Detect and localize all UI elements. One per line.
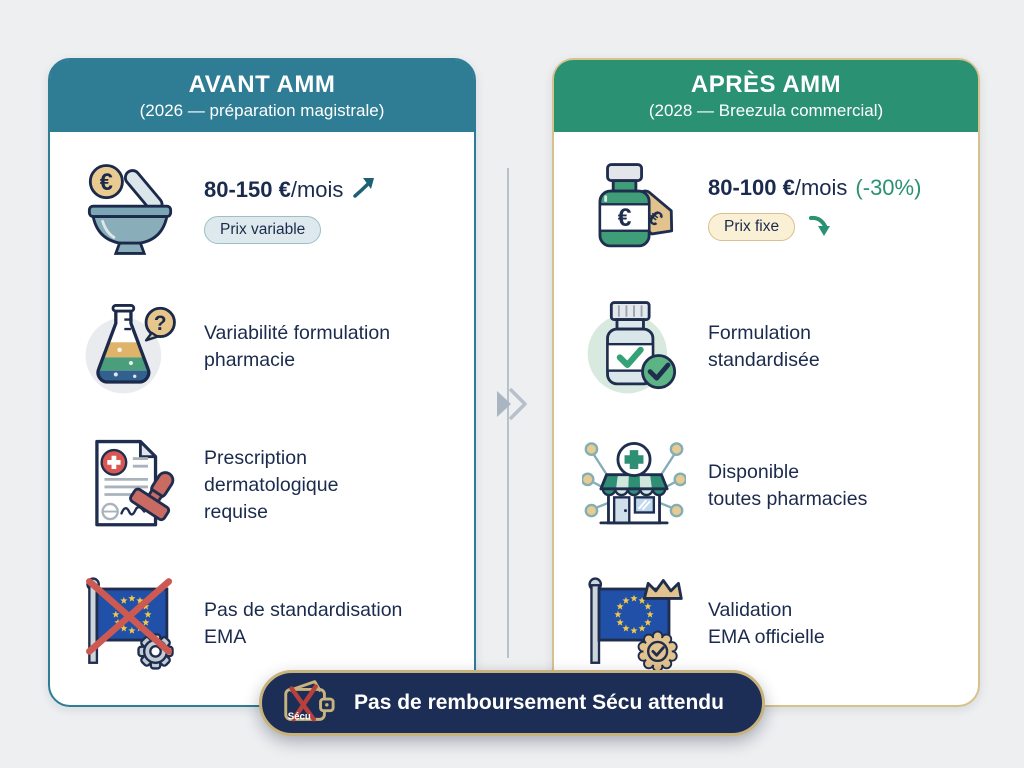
apres-amm-card: APRÈS AMM (2028 — Breezula commercial) €… [552, 58, 980, 707]
apres-amm-header: APRÈS AMM (2028 — Breezula commercial) [554, 60, 978, 132]
trend-up-icon [351, 174, 377, 206]
prescription-stamp-icon [72, 427, 188, 545]
bottle-price-tag-icon: € € [576, 150, 692, 268]
card-subtitle: (2028 — Breezula commercial) [648, 101, 884, 120]
mortar-pestle-euro-icon: € [72, 150, 188, 268]
card-title: AVANT AMM [188, 71, 336, 98]
price-badge: Prix variable [204, 216, 322, 245]
svg-text:Sécu: Sécu [288, 711, 311, 722]
svg-text:?: ? [154, 312, 167, 335]
feature-text: Validation EMA officielle [708, 598, 825, 648]
card-title: APRÈS AMM [690, 71, 842, 98]
secu-banner: Sécu Pas de remboursement Sécu attendu [259, 670, 765, 736]
feature-text: Variabilité formulation pharmacie [204, 322, 391, 372]
avant-amm-card: AVANT AMM (2026 — préparation magistrale… [48, 58, 476, 707]
eu-flag-approved-icon [576, 565, 692, 683]
banner-text: Pas de remboursement Sécu attendu [354, 691, 724, 714]
pharmacy-network-icon [576, 427, 692, 545]
card-subtitle: (2026 — préparation magistrale) [139, 101, 385, 120]
feature-row: ? Variabilité formulation pharmacie [72, 288, 460, 406]
trend-down-icon [807, 211, 835, 244]
feature-text: Formulation standardisée [708, 322, 820, 372]
divider-line [507, 168, 509, 658]
arrow-right-icon [490, 380, 530, 433]
price-row: € € 80-100 €/mois (-30%) Prix fixe [576, 150, 964, 268]
price-amount: 80-150 € [204, 177, 291, 203]
price-row: € 80-150 €/mois [72, 150, 460, 268]
feature-row: Disponible toutes pharmacies [576, 427, 964, 545]
wallet-crossed-icon: Sécu [278, 675, 336, 732]
avant-amm-header: AVANT AMM (2026 — préparation magistrale… [50, 60, 474, 132]
eu-flag-crossed-gear-icon [72, 565, 188, 683]
svg-text:€: € [618, 205, 632, 232]
feature-row: Validation EMA officielle [576, 565, 964, 683]
feature-text: Pas de standardisation EMA [204, 598, 403, 648]
feature-row: Pas de standardisation EMA [72, 565, 460, 683]
price-unit: /mois [794, 174, 848, 200]
price-badge: Prix fixe [708, 213, 796, 242]
flask-question-icon: ? [72, 288, 188, 406]
feature-row: Formulation standardisée [576, 288, 964, 406]
feature-text: Disponible toutes pharmacies [708, 460, 868, 510]
price-amount: 80-100 € [708, 174, 795, 200]
feature-row: Prescription dermatologique requise [72, 427, 460, 545]
price-unit: /mois [290, 177, 344, 203]
price-delta: (-30%) [855, 174, 922, 200]
svg-text:€: € [100, 170, 113, 196]
feature-text: Prescription dermatologique requise [204, 447, 339, 524]
pill-bottle-check-icon [576, 288, 692, 406]
